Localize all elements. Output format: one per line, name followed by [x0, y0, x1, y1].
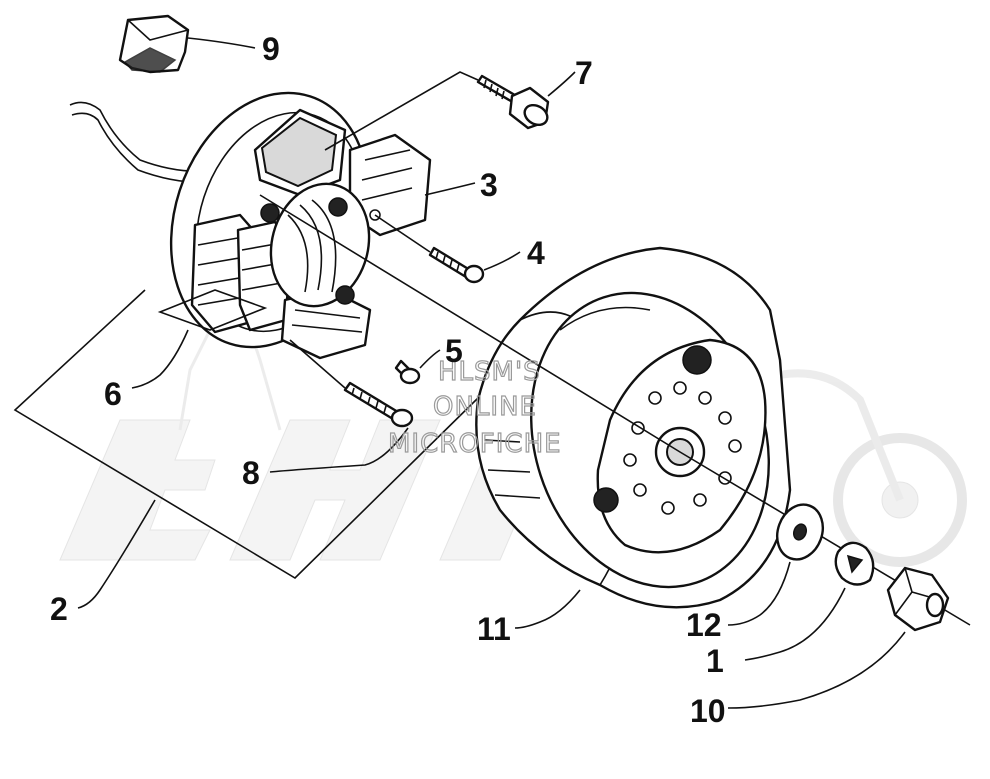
part-2-stator-assembly: [69, 91, 432, 360]
callout-5: 5: [445, 333, 463, 369]
callout-3: 3: [480, 167, 498, 203]
leader-4: [483, 251, 521, 271]
callout-7: 7: [575, 55, 593, 91]
part-7-bolt: [476, 74, 550, 130]
part-10-nut: [886, 566, 950, 632]
part-12-washer: [776, 503, 824, 561]
part-1-lockwasher: [834, 541, 875, 586]
part-4-screw: [428, 246, 485, 284]
watermark-line-2: ONLINE: [433, 392, 537, 422]
callout-4: 4: [527, 235, 545, 271]
leader-7: [547, 71, 576, 97]
leader-line-4: [374, 214, 431, 253]
part-9-cap: [118, 14, 190, 74]
leader-11: [514, 589, 581, 629]
leader-2: [77, 499, 156, 609]
leader-9: [187, 37, 256, 49]
callout-9: 9: [262, 31, 280, 67]
part-5-screw: [394, 359, 421, 385]
bracket-6: [157, 289, 268, 331]
leader-12: [727, 561, 791, 626]
callout-11: 11: [477, 611, 511, 647]
leader-6: [131, 329, 189, 389]
callout-1: 1: [706, 643, 724, 679]
callout-8: 8: [242, 455, 260, 491]
callout-6: 6: [104, 376, 122, 412]
bracket-2: [13, 289, 479, 580]
leader-1: [744, 587, 846, 661]
part-11-flywheel: [475, 246, 792, 609]
part-8-screw: [343, 381, 414, 428]
callout-10: 10: [690, 693, 726, 729]
leader-3: [424, 182, 476, 196]
watermark-line-1: HLSM'S: [438, 357, 541, 387]
leader-10: [727, 631, 906, 709]
leader-line-8: [289, 339, 346, 389]
callout-12: 12: [686, 607, 722, 643]
bracket-top: [324, 71, 479, 151]
leader-8: [269, 427, 409, 473]
callout-2: 2: [50, 591, 68, 627]
leader-5: [419, 349, 441, 369]
watermark-line-3: MICROFICHE: [388, 429, 562, 459]
